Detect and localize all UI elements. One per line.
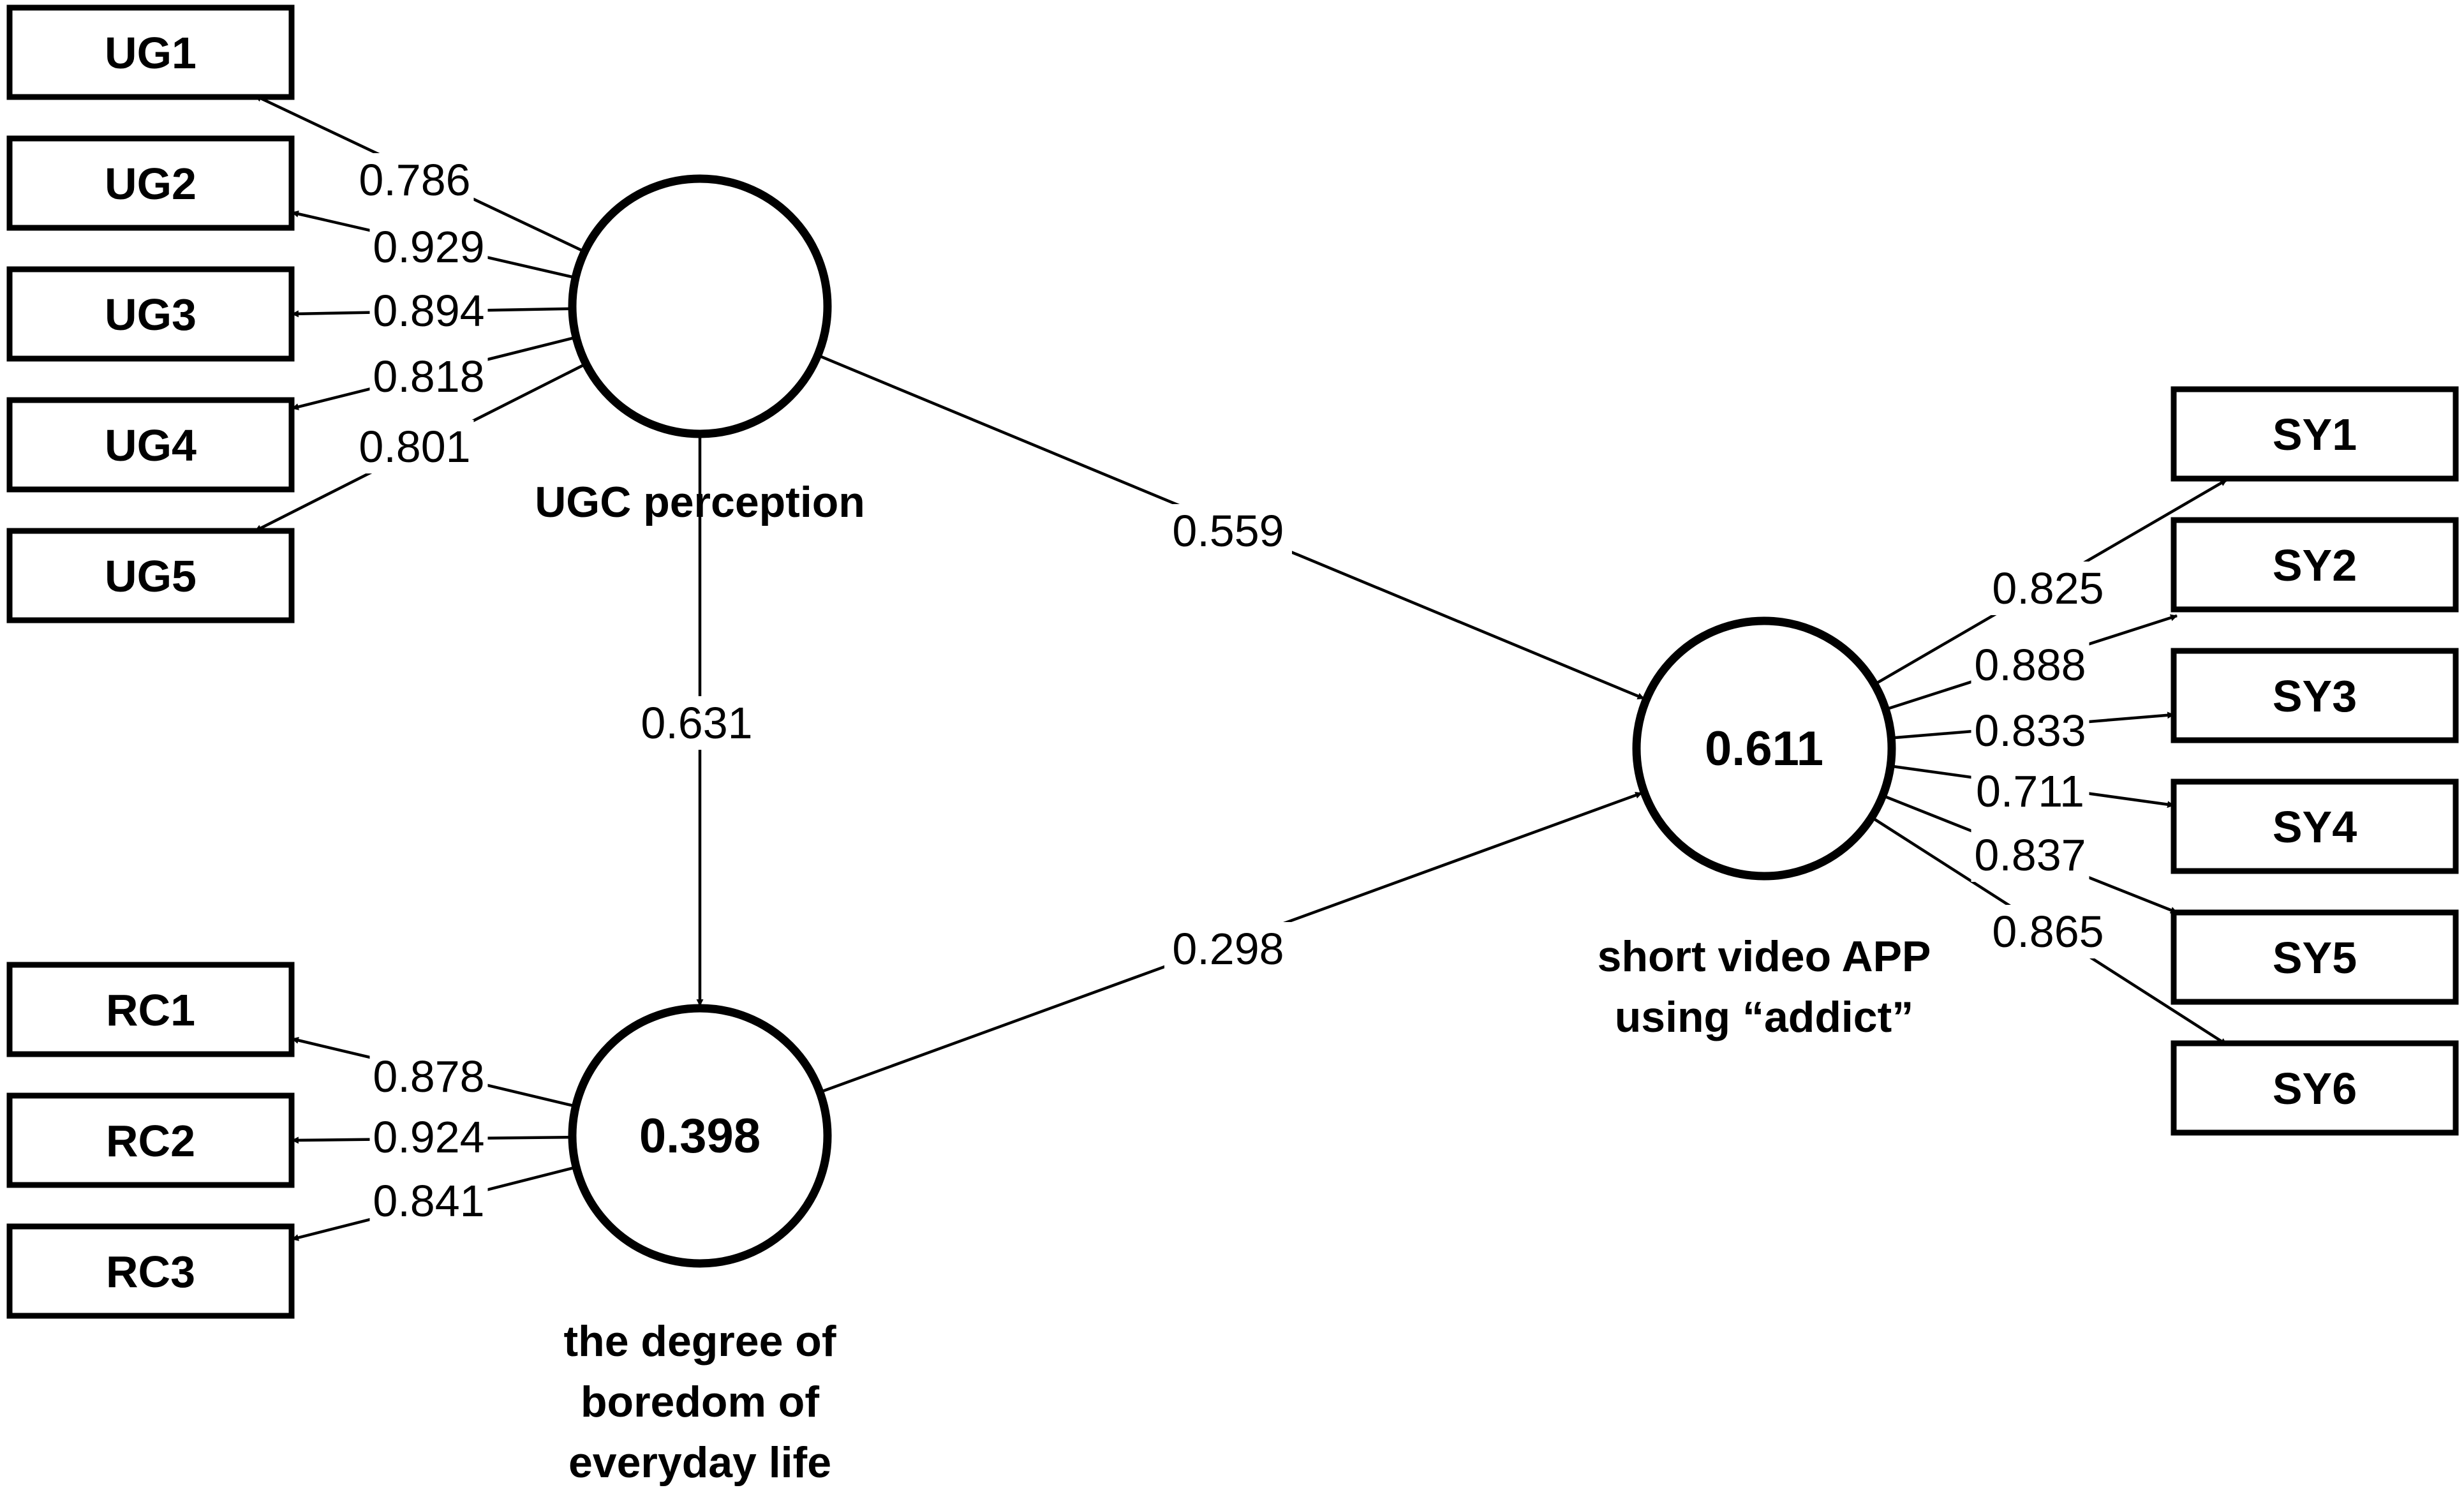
indicator-sy6-label: SY6: [2273, 1064, 2357, 1113]
path-ugc-to-boredom-coefficient-group: 0.631: [633, 696, 761, 750]
indicator-rc1-label: RC1: [106, 985, 195, 1035]
loading-sy5: 0.837: [1974, 830, 2086, 880]
loading-rc1: 0.878: [373, 1052, 484, 1101]
latent-ugc: UGC perception: [535, 174, 865, 526]
indicator-ug2: UG2: [6, 135, 295, 231]
path-boredom-to-addict-coefficient-group: 0.298: [1164, 922, 1292, 976]
indicator-ug5: UG5: [6, 528, 295, 623]
indicator-sy1: SY1: [2171, 386, 2459, 482]
indicator-sy6: SY6: [2171, 1040, 2459, 1136]
indicator-ug3-label: UG3: [105, 290, 197, 339]
loading-sy2-group: 0.888: [1971, 638, 2089, 692]
path-boredom-to-addict-coefficient: 0.298: [1172, 924, 1284, 974]
loading-ug4: 0.818: [373, 352, 484, 401]
loading-ug3: 0.894: [373, 286, 484, 336]
loading-ug5-group: 0.801: [355, 420, 474, 473]
loading-ug2-group: 0.929: [369, 220, 488, 274]
latent-boredom-circle: [568, 1004, 832, 1268]
loading-rc1-group: 0.878: [369, 1050, 488, 1103]
indicator-ug2-label: UG2: [105, 159, 197, 209]
loading-ug5: 0.801: [359, 422, 470, 472]
indicator-sy4-label: SY4: [2273, 802, 2357, 852]
path-ugc-to-addict-coefficient-group: 0.559: [1164, 504, 1292, 558]
indicator-ug4-label: UG4: [105, 421, 197, 470]
loading-sy2: 0.888: [1974, 640, 2086, 690]
indicator-rc3-label: RC3: [106, 1247, 195, 1297]
loading-ug4-group: 0.818: [369, 350, 488, 403]
latent-ugc-name: UGC perception: [535, 478, 865, 526]
indicator-ug1-label: UG1: [105, 28, 197, 78]
indicator-sy4: SY4: [2171, 778, 2459, 874]
loading-ug3-group: 0.894: [369, 284, 488, 338]
path-ugc-to-addict-coefficient: 0.559: [1172, 506, 1284, 556]
loading-sy5-group: 0.837: [1971, 828, 2089, 882]
path-ugc-to-boredom-coefficient: 0.631: [641, 698, 752, 748]
indicator-sy2: SY2: [2171, 517, 2459, 613]
loading-sy1-group: 0.825: [1989, 562, 2107, 615]
loading-sy3: 0.833: [1974, 706, 2086, 756]
indicator-ug3: UG3: [6, 266, 295, 362]
indicator-rc2: RC2: [6, 1092, 295, 1188]
latent-boredom-r2: 0.398: [639, 1109, 761, 1163]
loading-rc2-group: 0.924: [369, 1110, 488, 1164]
loading-sy3-group: 0.833: [1971, 704, 2089, 757]
indicator-rc1: RC1: [6, 962, 295, 1057]
indicator-rc2-label: RC2: [106, 1116, 195, 1166]
latent-addict-circle: [1632, 616, 1896, 881]
indicator-ug1: UG1: [6, 4, 295, 100]
loading-sy6-group: 0.865: [1989, 905, 2107, 958]
indicator-sy3: SY3: [2171, 648, 2459, 743]
indicator-ug4: UG4: [6, 397, 295, 493]
loading-rc2: 0.924: [373, 1112, 484, 1162]
loading-rc3-group: 0.841: [369, 1174, 488, 1228]
loading-sy4: 0.711: [1976, 766, 2084, 816]
indicator-sy2-label: SY2: [2273, 540, 2357, 590]
latent-ugc-circle: [568, 174, 832, 438]
loading-ug2: 0.929: [373, 222, 484, 272]
latent-addict-r2: 0.611: [1705, 722, 1823, 776]
indicator-rc3: RC3: [6, 1223, 295, 1319]
loading-ug1: 0.786: [359, 155, 470, 205]
loading-rc3: 0.841: [373, 1176, 484, 1226]
loading-sy4-group: 0.711: [1971, 764, 2089, 818]
indicator-sy1-label: SY1: [2273, 410, 2357, 459]
loading-sy6: 0.865: [1992, 907, 2104, 957]
indicator-sy3-label: SY3: [2273, 671, 2357, 721]
indicator-sy5-label: SY5: [2273, 933, 2357, 983]
indicator-sy5: SY5: [2171, 909, 2459, 1005]
indicator-ug5-label: UG5: [105, 551, 197, 601]
loading-sy1: 0.825: [1992, 563, 2104, 613]
loading-ug1-group: 0.786: [355, 153, 474, 207]
